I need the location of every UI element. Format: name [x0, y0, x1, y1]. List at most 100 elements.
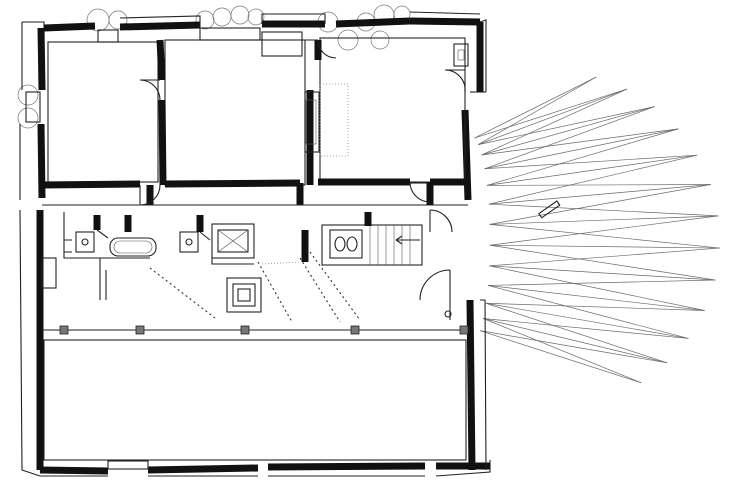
fan-line: [487, 184, 711, 186]
fan-line: [488, 203, 719, 217]
fan-line: [489, 244, 720, 249]
fan-line: [484, 106, 655, 170]
tree-outline-icon: [108, 10, 128, 30]
fan-line: [489, 265, 716, 281]
partition-1b: [158, 99, 167, 186]
fan-line: [488, 279, 716, 286]
fan-line: [481, 128, 679, 156]
sink-icon: [179, 231, 199, 253]
dashed-guide: [149, 267, 216, 319]
column-marker: [135, 325, 145, 335]
fan-line: [485, 302, 689, 339]
fan-line: [484, 128, 679, 170]
fan-line: [483, 318, 668, 364]
room-upper-left: [47, 41, 159, 183]
wall-left-mid: [37, 123, 46, 199]
wall-bottom-1: [39, 466, 109, 475]
fan-line: [483, 318, 642, 384]
door-swing-icon: [409, 181, 431, 203]
room-upper-right: [319, 37, 466, 184]
fan-line: [487, 285, 689, 339]
columns: [59, 325, 469, 335]
fan-line: [474, 88, 628, 139]
dashed-guide: [309, 251, 361, 321]
fan-line: [481, 106, 655, 156]
room-upper-middle: [164, 39, 306, 186]
tree-outline-icon: [17, 84, 39, 106]
bathtub-icon: [109, 237, 157, 257]
door-swing-icon: [139, 79, 161, 101]
fan-line: [481, 88, 628, 156]
column-marker: [240, 325, 250, 335]
corridor-wall-mid: [164, 179, 301, 188]
sink-icon: [75, 231, 95, 253]
tree-outline-icon: [247, 8, 265, 26]
column-marker: [459, 325, 469, 335]
dashed-guide: [299, 257, 341, 323]
window-frame: [25, 91, 41, 123]
hearth-outline: [319, 83, 349, 157]
partition-1: [156, 39, 166, 81]
column-marker: [59, 325, 69, 335]
fan-line: [489, 215, 719, 246]
fan-line: [488, 184, 711, 205]
wc-icon: [329, 229, 363, 259]
lower-hall: [43, 339, 467, 470]
tree-outline-icon: [230, 5, 250, 25]
exterior-walls: [36, 17, 490, 475]
service-zone: [41, 204, 470, 331]
fan-line: [484, 154, 698, 170]
wall-top-left: [43, 22, 96, 32]
fan-line: [489, 184, 711, 225]
fan-line: [474, 76, 597, 139]
wall-top-5: [409, 17, 481, 26]
shower-icon: [211, 223, 255, 259]
hall-interior: [43, 339, 467, 461]
fan-line: [485, 302, 705, 311]
wall-right-lower: [466, 299, 476, 471]
fan-line: [489, 265, 705, 311]
door-swing-icon: [444, 69, 466, 93]
fan-line: [489, 215, 719, 225]
wall-bottom-3: [267, 462, 426, 471]
fan-line: [489, 244, 716, 281]
wall-outlines: [19, 11, 491, 477]
door-swing-icon: [300, 39, 337, 59]
wall-top-4: [335, 17, 411, 28]
stove-icon: [453, 43, 469, 67]
corridor-wall-left: [41, 180, 141, 189]
fan-line: [485, 302, 668, 364]
tree-outline-icon: [17, 107, 39, 129]
fan-line: [487, 154, 698, 186]
fan-line: [479, 330, 668, 364]
fan-line: [487, 285, 705, 311]
fan-line: [478, 88, 628, 145]
window-frame: [261, 31, 303, 57]
window-frame: [97, 29, 119, 43]
fan-line: [483, 318, 689, 339]
fan-line: [478, 106, 655, 145]
fan-line: [486, 128, 679, 186]
window-frame: [107, 460, 149, 470]
fan-line: [489, 224, 720, 249]
fan-line: [479, 330, 642, 384]
stair-icon: [321, 224, 423, 266]
upper-rooms: [25, 27, 469, 206]
floor-motif: [226, 277, 262, 313]
fireplace-icon: [304, 91, 320, 153]
dashed-guide: [257, 261, 293, 323]
tree-outline-icon: [212, 7, 232, 27]
tree-outline-icon: [337, 29, 359, 51]
wall-bottom-2: [147, 464, 259, 474]
fan-line: [477, 76, 597, 145]
stair-treads: [369, 225, 411, 265]
tree-outline-icon: [370, 30, 390, 50]
north-marker: [538, 200, 561, 219]
column-marker: [350, 325, 360, 335]
tree-outline-icon: [195, 10, 215, 30]
wall-left-upper: [37, 27, 46, 91]
window-frame: [199, 27, 261, 41]
fan-line: [489, 247, 720, 267]
radiating-structure-lines: [474, 76, 720, 384]
